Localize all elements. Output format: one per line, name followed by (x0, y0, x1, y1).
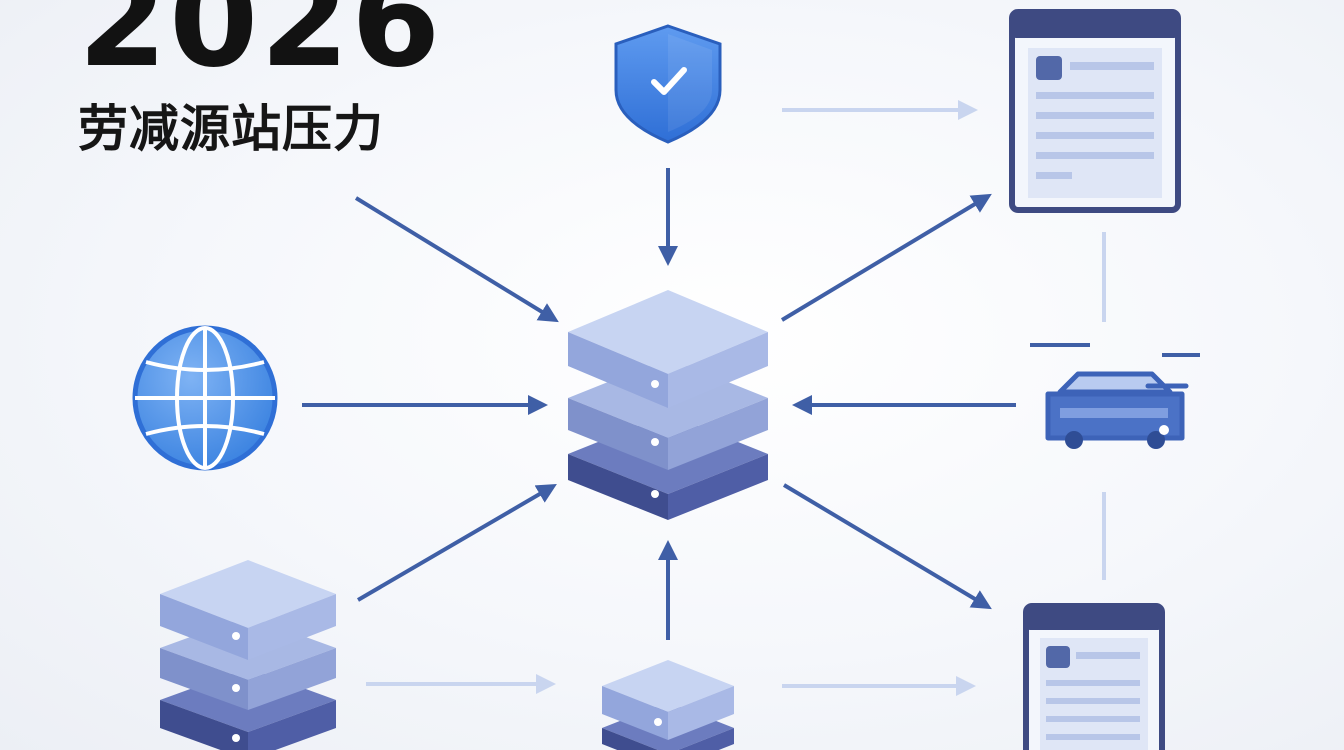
small-server-stack-icon (602, 660, 734, 750)
arrow-topleft-to-server (354, 196, 559, 323)
small-server-layer-top (602, 660, 734, 740)
origin-server-stack-icon (160, 560, 336, 750)
central-server-stack-icon (568, 290, 768, 520)
shield-check-icon (614, 24, 722, 144)
arrow-origin-to-server (356, 483, 557, 602)
year-title: 2026 (78, 0, 443, 96)
car-icon (1045, 371, 1189, 449)
title-block: 2026 劳减源站压力 (78, 0, 442, 154)
globe-icon (132, 325, 278, 471)
arrow-server-to-document-bottom (782, 483, 992, 610)
subtitle: 劳减源站压力 (78, 100, 384, 158)
document-top-icon (1009, 9, 1181, 213)
central-server-layer-top (568, 290, 768, 408)
arrow-server-to-document-top (780, 193, 992, 322)
origin-server-layer-top (160, 560, 336, 660)
document-bottom-icon (1023, 603, 1165, 750)
